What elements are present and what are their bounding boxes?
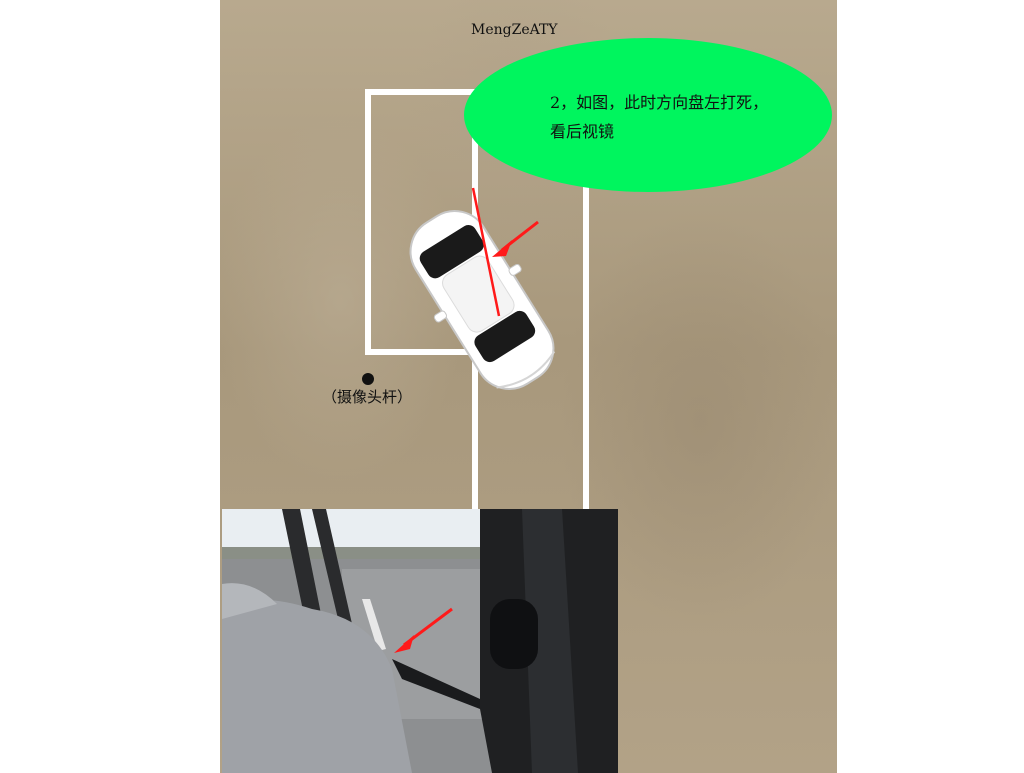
- car-top-view-icon: [409, 210, 556, 390]
- camera-pole-dot-icon: [362, 373, 374, 385]
- red-arrow-icon: [471, 187, 539, 317]
- parking-diagram: MengZeATY 2，如图，此时方向盘左打死， 看后视镜 （摄像头杆）: [220, 0, 837, 773]
- callout-line-2: 看后视镜: [550, 122, 615, 141]
- parking-stall-outline: [365, 89, 478, 355]
- mirror-view-photo: [222, 509, 618, 773]
- callout-line-1: 2，如图，此时方向盘左打死，: [550, 93, 769, 112]
- callout-bubble: [464, 38, 832, 192]
- callout-text: 2，如图，此时方向盘左打死， 看后视镜: [550, 88, 810, 146]
- mirror-view-illustration: [222, 509, 618, 773]
- watermark: MengZeATY: [471, 22, 558, 38]
- camera-pole-label: （摄像头杆）: [322, 388, 413, 406]
